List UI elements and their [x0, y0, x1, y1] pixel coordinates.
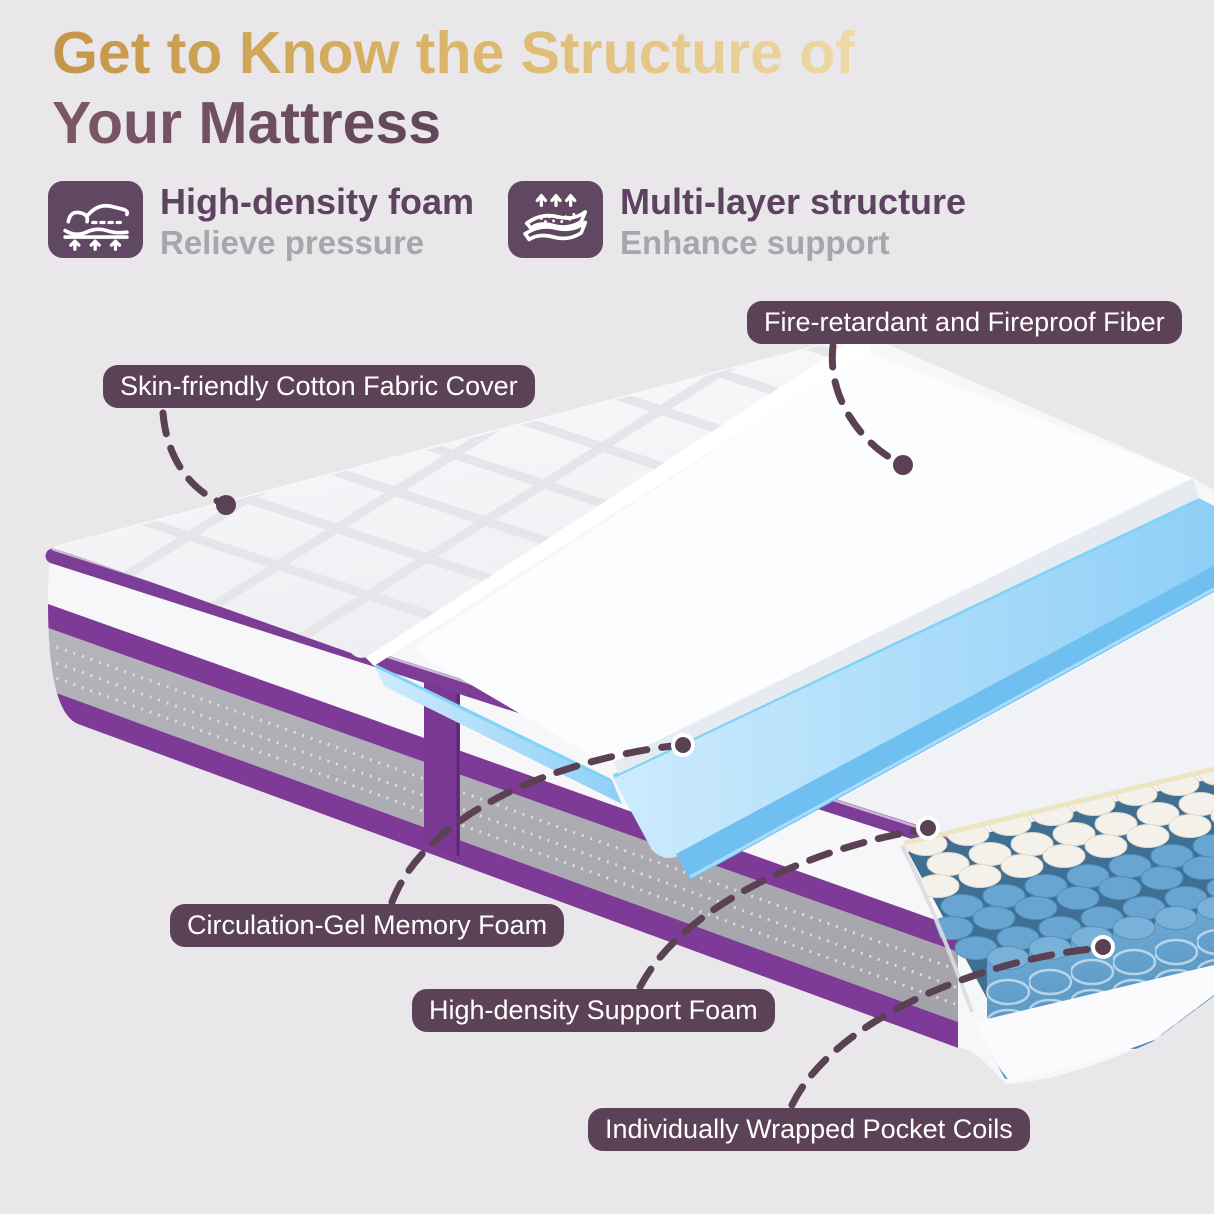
leader-lines [159, 342, 1096, 1109]
feature-high-density-foam: High-density foam Relieve pressure [48, 181, 474, 263]
coil-cutface-boundary [900, 845, 974, 1013]
feature-title: Multi-layer structure [620, 181, 967, 222]
label-support-foam: High-density Support Foam [412, 989, 775, 1033]
page-title-line2: Your Mattress [52, 88, 855, 158]
fabric-underside-edge [360, 333, 872, 666]
gel-front-highlight [689, 587, 1214, 879]
feature-subtitle: Enhance support [620, 224, 890, 261]
foam-edge-cream-line [903, 766, 1214, 846]
gel-top-highlight [613, 498, 1198, 778]
side-purple-strap [424, 676, 460, 858]
feature-multi-layer-structure: Multi-layer structure Enhance support [508, 181, 966, 263]
leader-fiber [828, 342, 900, 465]
feature-subtitle: Relieve pressure [160, 224, 425, 261]
feature-title: High-density foam [160, 181, 475, 222]
label-fireproof-fiber: Fire-retardant and Fireproof Fiber [747, 301, 1182, 345]
leader-gel [388, 742, 676, 906]
gel-memory-foam-top [612, 498, 1214, 858]
label-pocket-coils: Individually Wrapped Pocket Coils [588, 1108, 1030, 1152]
label-gel-memory-foam: Circulation-Gel Memory Foam [170, 904, 565, 948]
pocket-coils [904, 770, 1214, 1082]
side-purple-band-top [48, 604, 958, 952]
leader-coils [788, 945, 1096, 1109]
label-cotton-fabric-cover: Skin-friendly Cotton Fabric Cover [103, 365, 535, 409]
multi-layer-support-icon [508, 181, 603, 258]
coil-base-strip [966, 964, 1214, 1082]
page-title: Get to Know the Structure of Your Mattre… [52, 18, 855, 158]
page-title-line1: Get to Know the Structure of [52, 20, 856, 86]
sleeper-pressure-relief-icon [48, 181, 143, 258]
side-gray-fabric [48, 628, 958, 1022]
leader-dots [216, 455, 1115, 959]
fiber-layer-edge [612, 478, 1199, 774]
gel-memory-foam-front [676, 566, 1214, 880]
leader-cover [159, 409, 226, 507]
side-purple-band-bottom [48, 690, 958, 1048]
leader-support [636, 827, 920, 991]
gel-sliver-highlight [375, 664, 611, 782]
fireproof-fiber-layer-top [416, 352, 1193, 763]
